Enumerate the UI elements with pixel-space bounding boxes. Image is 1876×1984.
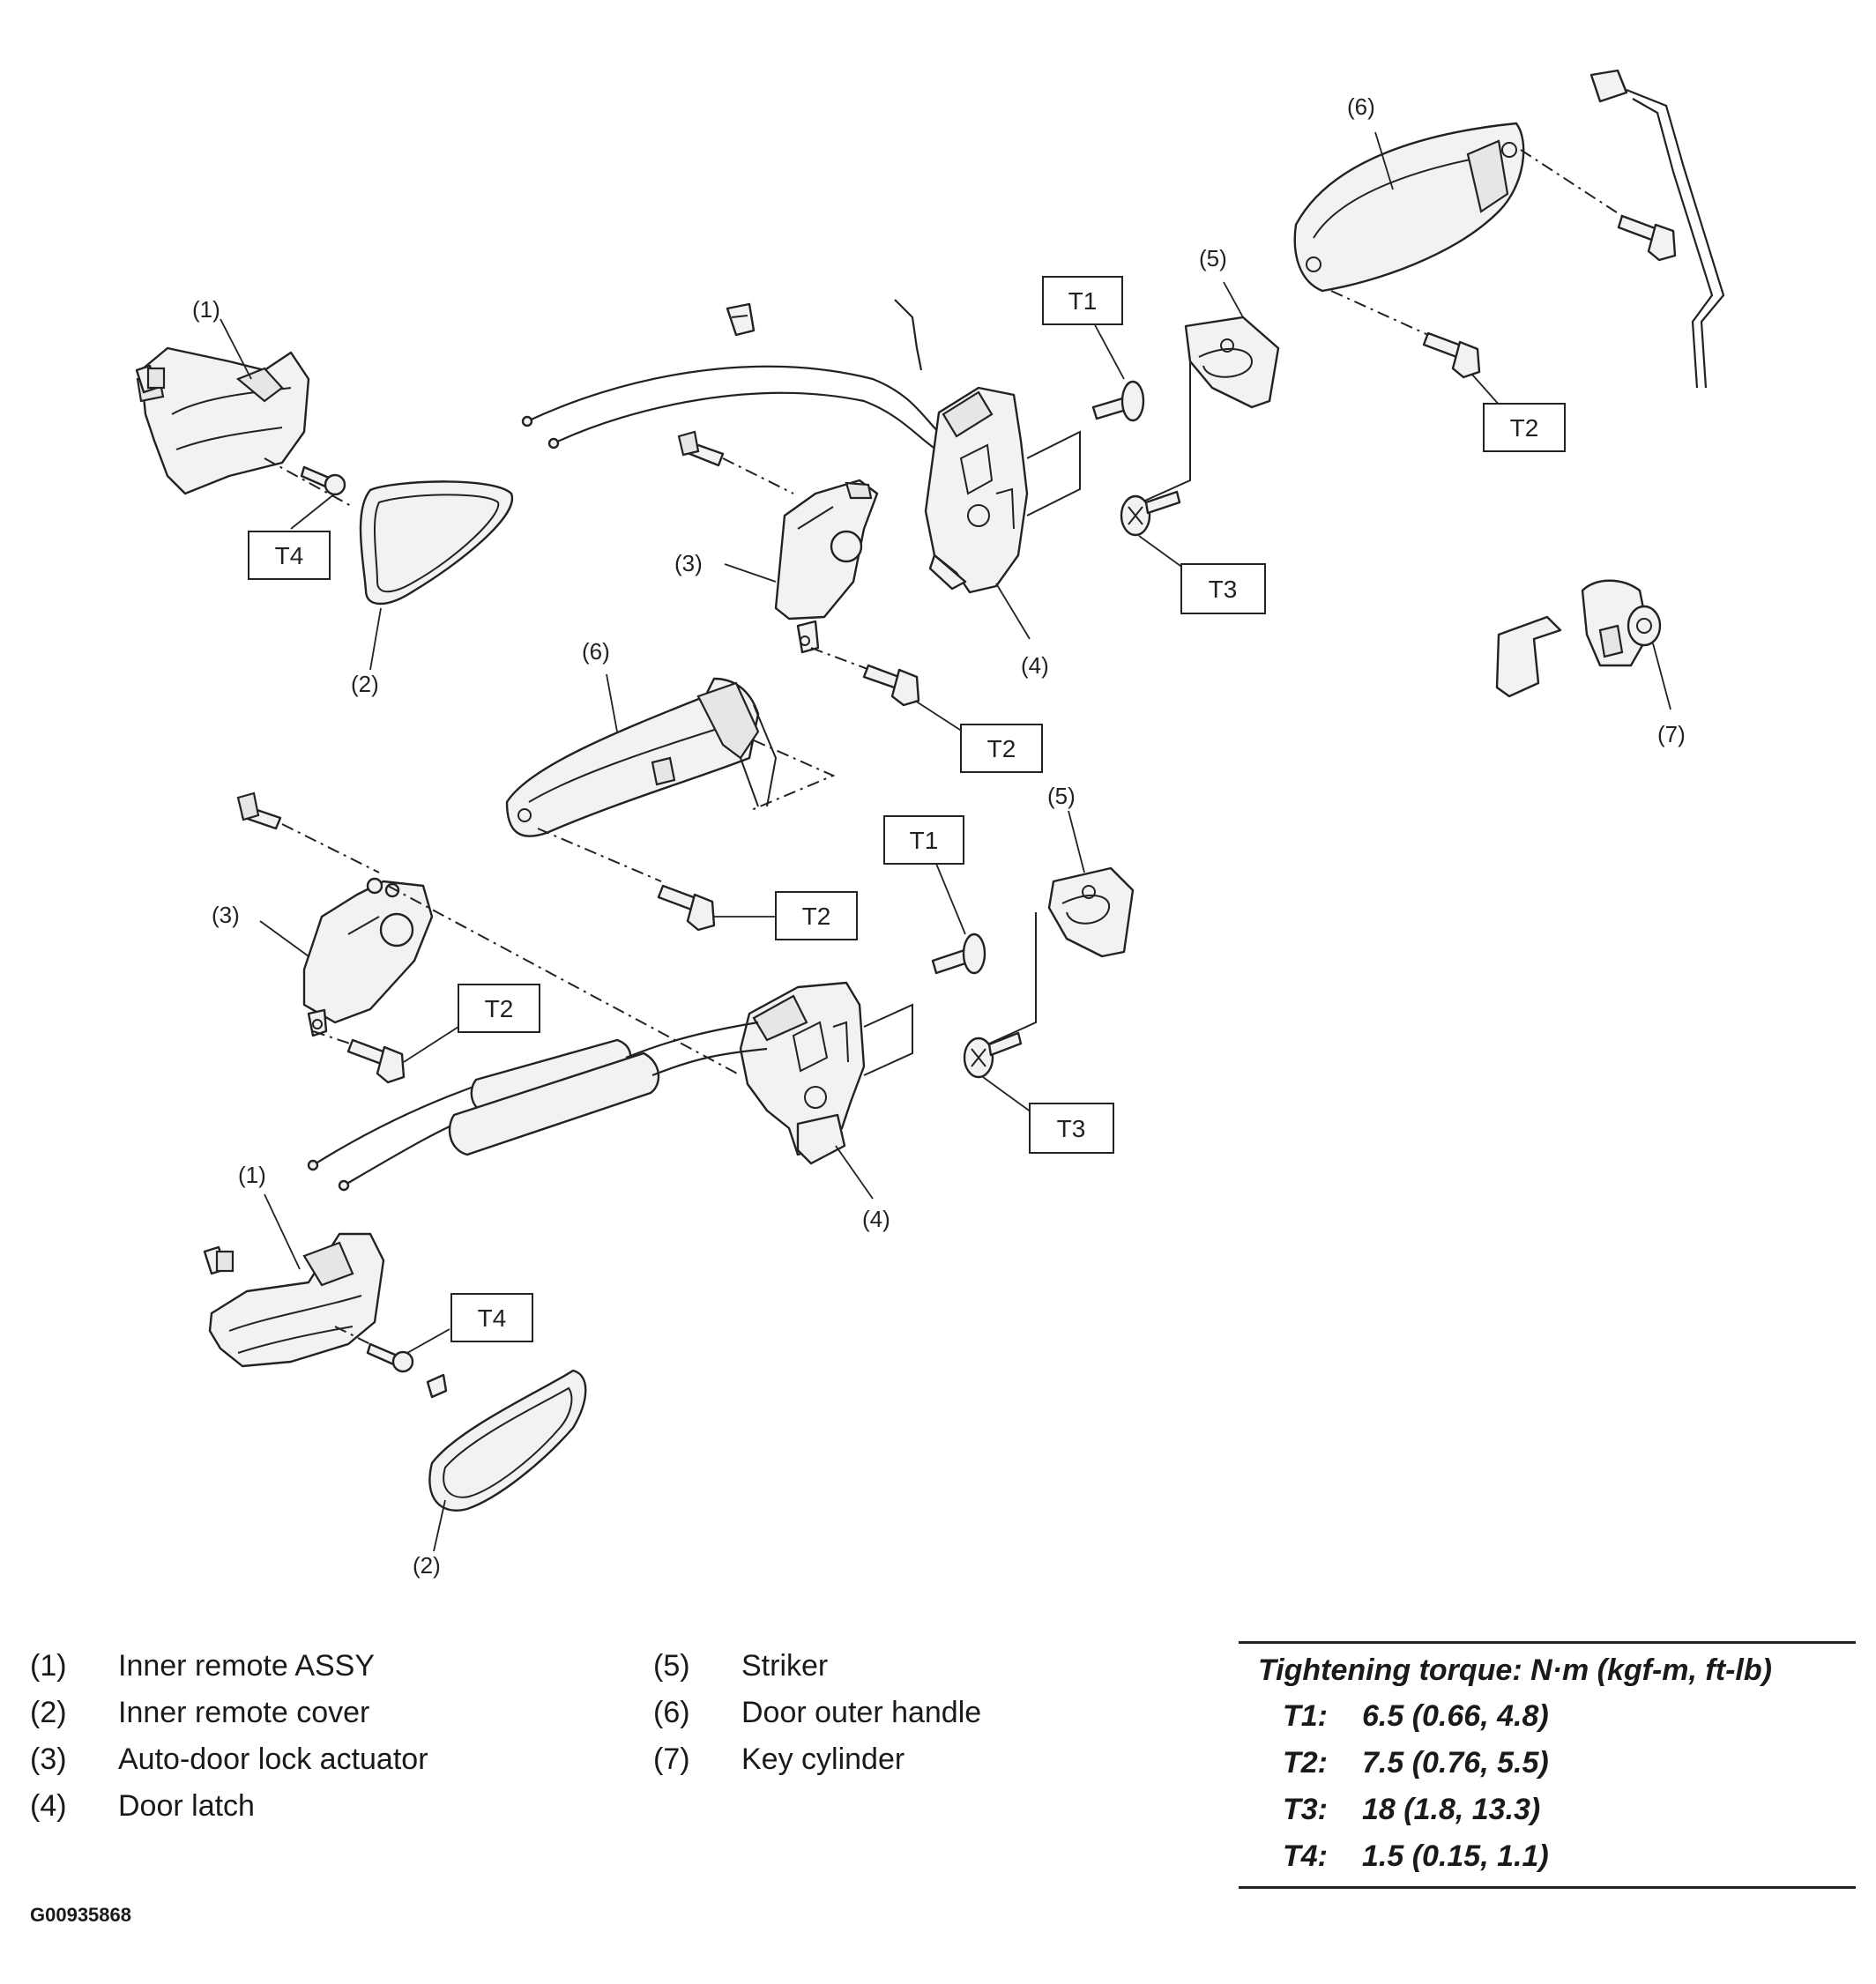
tightening-torque-table: Tightening torque: N·m (kgf-m, ft-lb) T1… [1239,1641,1856,1890]
torque-row: T3:18 (1.8, 13.3) [1283,1793,1541,1826]
inner-remote-cover-upper [359,480,514,606]
callout-3-upper: (3) [674,550,703,576]
parts-legend: (1) Inner remote ASSY (2) Inner remote c… [30,1649,982,1823]
door-outer-handle-lower [505,677,778,837]
screw-t3-lower [963,1031,1023,1079]
table-top-rule [1239,1641,1856,1644]
control-cables-lower [307,1021,768,1192]
callout-1-lower: (1) [238,1162,266,1188]
bolt-actuator-lower [236,791,282,830]
torque-box-t4-lower: T4 [478,1304,507,1332]
callout-5-upper: (5) [1199,245,1227,271]
control-cables-upper [521,299,949,450]
screw-t4-upper [300,465,346,496]
torque-table-title: Tightening torque: N·m (kgf-m, ft-lb) [1258,1653,1772,1687]
torque-row: T2:7.5 (0.76, 5.5) [1283,1746,1549,1780]
door-latch-lower [739,981,866,1165]
callout-3-lower: (3) [212,902,240,928]
torque-box-t3-lower: T3 [1057,1115,1086,1142]
bolt-actuator-upper [677,430,725,467]
bolt-t2-handle-upper [1422,331,1481,379]
door-lock-exploded-diagram: (1) T4 (2) (3) T2 [135,69,1725,1579]
callout-2-lower: (2) [413,1552,441,1579]
small-clip-lower [426,1373,448,1399]
torque-row: T1:6.5 (0.66, 4.8) [1283,1699,1549,1733]
callout-5-lower: (5) [1047,783,1076,809]
inner-remote-cover-lower [428,1369,587,1512]
torque-box-t3-upper: T3 [1209,576,1238,603]
figure-id: G00935868 [30,1904,131,1926]
door-latch-upper [924,386,1029,594]
callout-6-lower: (6) [582,638,610,665]
callout-1-upper: (1) [192,296,220,323]
bolt-t2-actuator-lower [346,1038,406,1084]
callout-7: (7) [1657,721,1686,747]
striker-upper [1184,316,1280,409]
cable-clip-upper [726,302,756,337]
inner-remote-assy-upper [136,346,310,495]
torque-box-t1-lower: T1 [910,827,939,854]
callout-4-upper: (4) [1021,652,1049,679]
key-cylinder [1581,579,1662,667]
screw-t4-lower [366,1342,414,1373]
screw-t1-lower [931,933,986,975]
callout-4-lower: (4) [862,1206,890,1232]
table-bottom-rule [1239,1886,1856,1889]
inner-remote-assy-lower [208,1232,385,1368]
striker-lower [1047,866,1135,958]
clip-upper-left [135,364,166,394]
torque-box-t1-upper: T1 [1068,287,1098,315]
bolt-t2-actuator-upper [862,664,920,707]
torque-box-t4-upper: T4 [275,542,304,569]
screw-t3-upper [1120,490,1181,537]
screw-t1-upper [1091,380,1145,422]
auto-door-lock-actuator-lower [302,877,434,1037]
door-outer-handle-upper [1293,122,1525,293]
torque-box-t2-actuator-lower: T2 [485,995,514,1022]
clip-lower-left [203,1245,234,1275]
torque-box-t2-actuator-upper: T2 [987,735,1016,762]
auto-door-lock-actuator-upper [774,479,879,654]
bolt-handle-upper-right [1617,214,1677,262]
torque-box-t2-handle-lower: T2 [802,903,831,930]
bolt-t2-handle-lower [657,884,716,932]
torque-box-t2-handle-upper: T2 [1510,414,1539,442]
callout-6-upper-right: (6) [1347,93,1375,120]
torque-row: T4:1.5 (0.15, 1.1) [1283,1839,1549,1873]
door-rod-upper-right [1589,69,1725,389]
key-cylinder-clip [1495,615,1562,698]
callout-2-upper: (2) [351,671,379,697]
